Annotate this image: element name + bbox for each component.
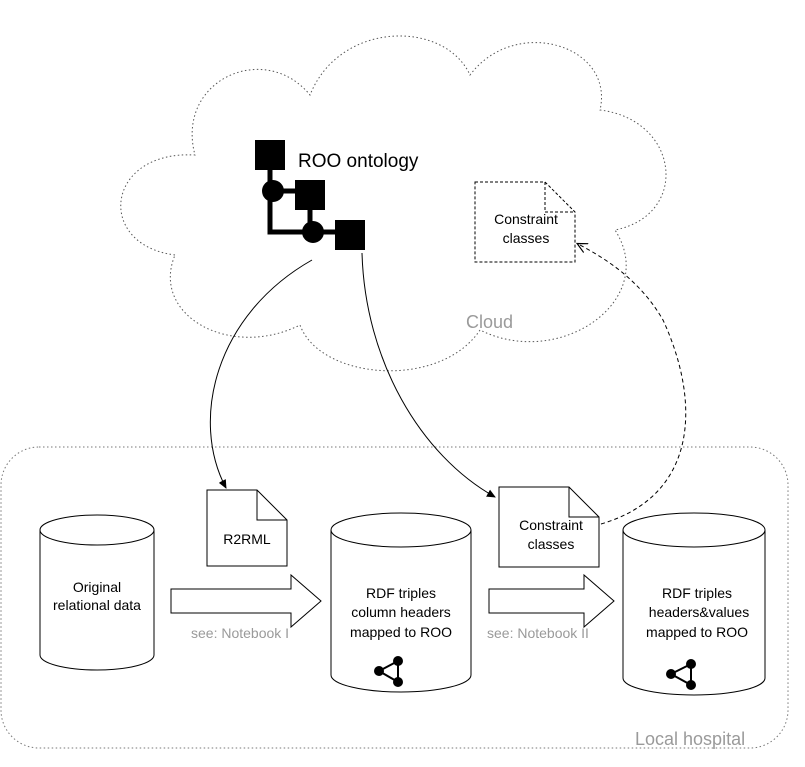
cloud-constraint-doc[interactable] <box>474 181 576 263</box>
original-db-cylinder[interactable] <box>39 514 155 671</box>
r2rml-doc[interactable] <box>206 489 288 567</box>
arrow2-caption: see: Notebook II <box>487 625 589 641</box>
local-hospital-label: Local hospital <box>635 729 745 749</box>
original-db-line1: Original <box>73 579 121 595</box>
ontology-to-r2rml-connector <box>209 259 313 489</box>
rdf-headers-db-cylinder[interactable] <box>330 512 472 693</box>
share-icon <box>666 659 696 690</box>
cloud-label: Cloud <box>466 312 513 332</box>
local-constraint-line2: classes <box>528 536 575 552</box>
arrow1-caption: see: Notebook I <box>191 625 289 641</box>
rdf-headers-line2: column headers <box>351 604 451 620</box>
rdf-headers-line3: mapped to ROO <box>350 624 452 640</box>
rdf-values-db-cylinder[interactable] <box>622 512 766 696</box>
ontology-to-constraint-connector <box>361 252 496 498</box>
cloud-constraint-line1: Constraint <box>494 211 558 227</box>
share-icon <box>374 656 403 687</box>
constraint-sync-connector <box>578 244 687 525</box>
block-arrow-2 <box>488 573 615 629</box>
rdf-headers-line1: RDF triples <box>366 585 436 601</box>
r2rml-label: R2RML <box>223 531 271 547</box>
rdf-values-line2: headers&values <box>649 604 749 620</box>
original-db-line2: relational data <box>53 597 141 613</box>
local-constraint-doc[interactable] <box>498 486 600 568</box>
ontology-label: ROO ontology <box>298 151 419 172</box>
hierarchy-icon <box>255 140 365 250</box>
local-constraint-line1: Constraint <box>519 517 583 533</box>
block-arrow-1 <box>170 573 322 629</box>
rdf-values-line1: RDF triples <box>662 585 732 601</box>
cloud-constraint-line2: classes <box>503 230 550 246</box>
rdf-values-line3: mapped to ROO <box>646 624 748 640</box>
cloud-shape <box>120 35 667 372</box>
